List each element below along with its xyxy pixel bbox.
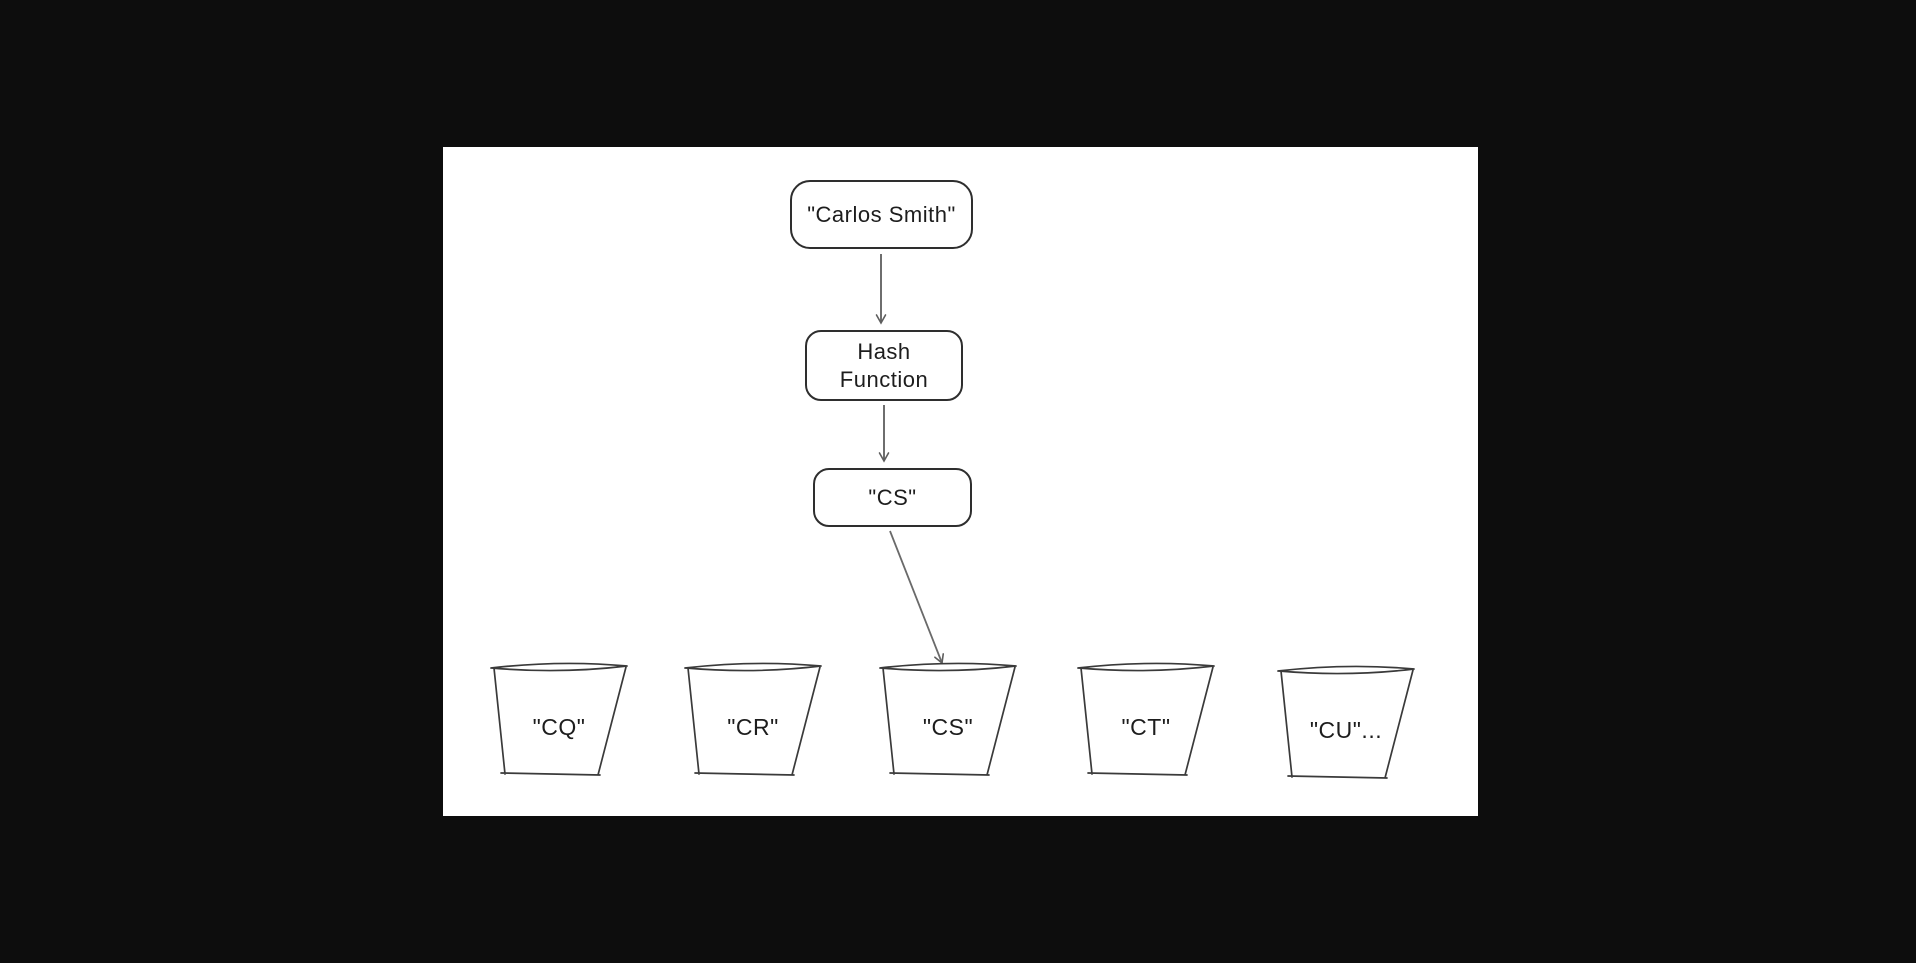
arrow-output-to-bucket[interactable] [889,530,945,665]
bucket-shape-icon [1077,662,1215,776]
diagram-canvas: "Carlos Smith" Hash Function "CS" "CQ" "… [443,147,1478,816]
bucket-cs-label: "CS" [922,714,974,740]
bucket-cq[interactable]: "CQ" [488,658,630,784]
bucket-cq-label: "CQ" [532,714,586,740]
node-carlos-smith[interactable]: "Carlos Smith" [790,180,973,249]
bucket-shape-icon [490,662,628,776]
bucket-cs[interactable]: "CS" [877,658,1019,784]
bucket-cu-label: "CU"... [1309,717,1383,743]
node-hash-function-label: Hash Function [839,339,929,392]
bucket-ct-label: "CT" [1121,714,1171,740]
bucket-cu[interactable]: "CU"... [1275,661,1417,787]
bucket-ct[interactable]: "CT" [1075,658,1217,784]
node-cs-output[interactable]: "CS" [813,468,972,527]
bucket-shape-icon [1277,665,1415,779]
bucket-shape-icon [879,662,1017,776]
node-cs-output-label: "CS" [868,484,917,510]
node-hash-function[interactable]: Hash Function [805,330,963,401]
node-carlos-smith-label: "Carlos Smith" [807,201,956,227]
bucket-shape-icon [684,662,822,776]
bucket-cr-label: "CR" [727,714,779,740]
bucket-cr[interactable]: "CR" [682,658,824,784]
